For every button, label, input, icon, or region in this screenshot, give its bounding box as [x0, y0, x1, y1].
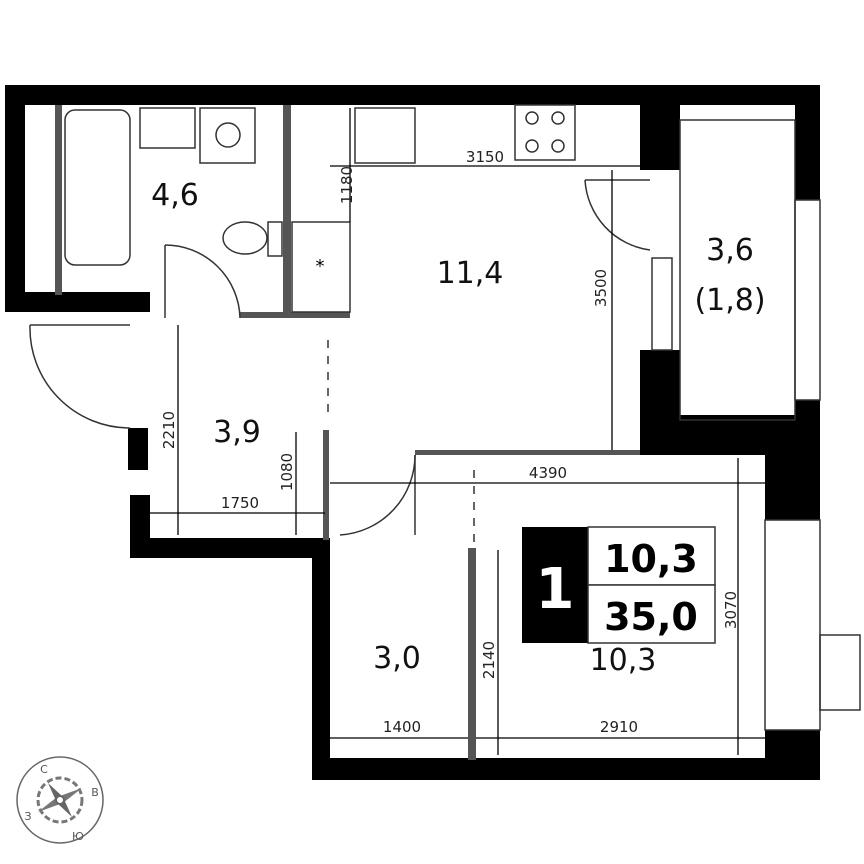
dimension-label: 3500: [592, 269, 610, 307]
dimension-label: 3070: [722, 591, 740, 629]
room-area-balcony-reduced: (1,8): [694, 283, 765, 318]
washing-machine: [199, 107, 256, 164]
dimension-label: 1080: [278, 453, 296, 491]
compass-north: С: [40, 763, 48, 776]
dimension-lines: [150, 108, 765, 755]
compass-icon: С В Ю З: [16, 756, 104, 844]
dimension-label: 3150: [466, 148, 504, 166]
boiler: [291, 221, 351, 313]
room-area-balcony: 3,6: [706, 233, 754, 268]
room-area-kitchen: 11,4: [437, 256, 504, 291]
dimension-label: 1180: [338, 166, 356, 204]
dimension-label: 2140: [480, 641, 498, 679]
dimension-label: 2910: [600, 718, 638, 736]
dimension-label: 1750: [221, 494, 259, 512]
dimension-label: 4390: [529, 464, 567, 482]
dimension-label: 2210: [160, 411, 178, 449]
stove: [514, 104, 576, 161]
toilet: [222, 221, 268, 255]
room-area-dressing: 3,0: [373, 641, 421, 676]
dimension-label: 1400: [383, 718, 421, 736]
compass-east: В: [91, 786, 99, 799]
room-area-bedroom: 10,3: [590, 643, 657, 678]
living-area: 10,3: [604, 537, 698, 581]
doors: [29, 179, 651, 545]
bathtub: [64, 109, 131, 266]
compass-west: З: [24, 810, 31, 823]
walls: [5, 85, 820, 780]
svg-text:*: *: [316, 256, 325, 277]
rooms-count: 1: [536, 557, 575, 622]
summary-badge: 1 10,3 35,0: [522, 526, 716, 644]
fixtures: *: [64, 104, 796, 421]
bathroom-sink: [139, 107, 196, 149]
windows: [651, 199, 861, 731]
compass-south: Ю: [72, 830, 84, 843]
total-area: 35,0: [604, 595, 698, 639]
room-area-bathroom: 4,6: [151, 178, 199, 213]
balcony-outline: [679, 119, 796, 421]
kitchen-sink: [354, 107, 416, 164]
room-area-hall: 3,9: [213, 415, 261, 450]
